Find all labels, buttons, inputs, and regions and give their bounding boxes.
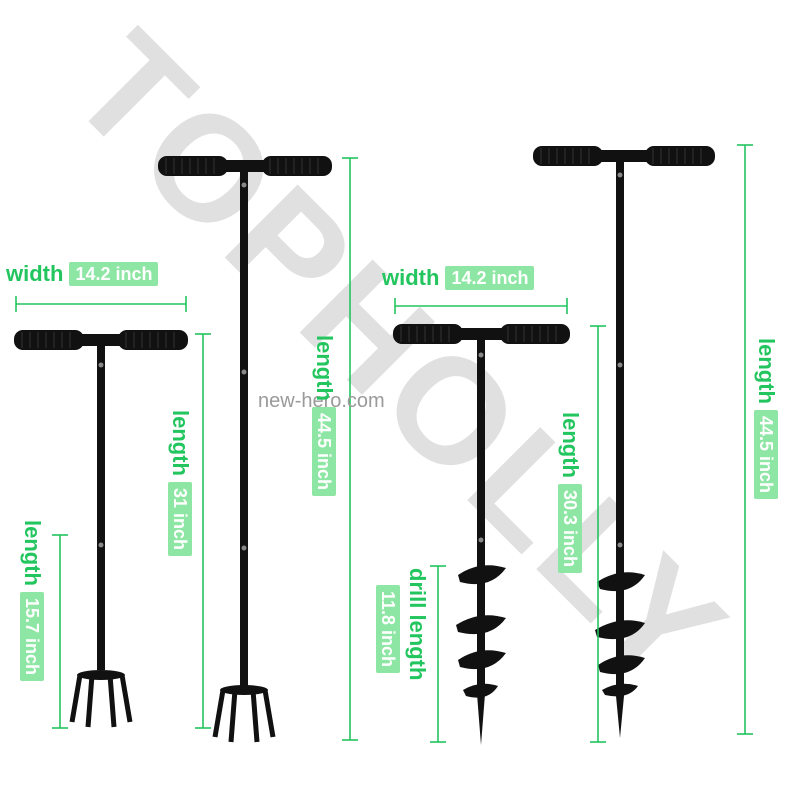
- tall-cultivator-tool: [157, 155, 333, 743]
- short-cultivator-tool: [13, 329, 189, 728]
- site-watermark: new-hero.com: [258, 390, 385, 412]
- length-label-1: length 15.7 inch: [20, 520, 45, 682]
- length-value: 44.5 inch: [312, 407, 336, 497]
- length-value: 30.3 inch: [558, 484, 582, 574]
- length-label-4: length 30.3 inch: [558, 412, 583, 574]
- drill-length-label-text: drill length: [405, 568, 430, 681]
- length-label-2: length 31 inch: [168, 410, 193, 557]
- length-label-text: length: [168, 410, 193, 476]
- length-label-text: length: [20, 520, 45, 586]
- drill-length-value: 11.8 inch: [376, 585, 400, 674]
- width-label-2: width 14.2 inch: [382, 265, 535, 290]
- drill-length-label: drill length: [405, 568, 430, 681]
- dimension-lines: [15, 144, 753, 743]
- width-value: 14.2 inch: [69, 262, 159, 286]
- width-value: 14.2 inch: [445, 266, 535, 290]
- width-label-text: width: [6, 261, 64, 286]
- length-value: 44.5 inch: [754, 410, 778, 500]
- drill-length-value-box: 11.8 inch: [376, 585, 400, 674]
- length-label-3: length 44.5 inch: [312, 335, 337, 497]
- length-label-text: length: [754, 338, 779, 404]
- length-value: 15.7 inch: [20, 592, 44, 682]
- width-label-1: width 14.2 inch: [6, 261, 159, 286]
- length-label-5: length 44.5 inch: [754, 338, 779, 500]
- length-label-text: length: [312, 335, 337, 401]
- length-value: 31 inch: [168, 482, 192, 557]
- short-auger-tool: [392, 323, 571, 745]
- length-label-text: length: [558, 412, 583, 478]
- width-label-text: width: [382, 265, 440, 290]
- tall-auger-tool: [532, 145, 716, 738]
